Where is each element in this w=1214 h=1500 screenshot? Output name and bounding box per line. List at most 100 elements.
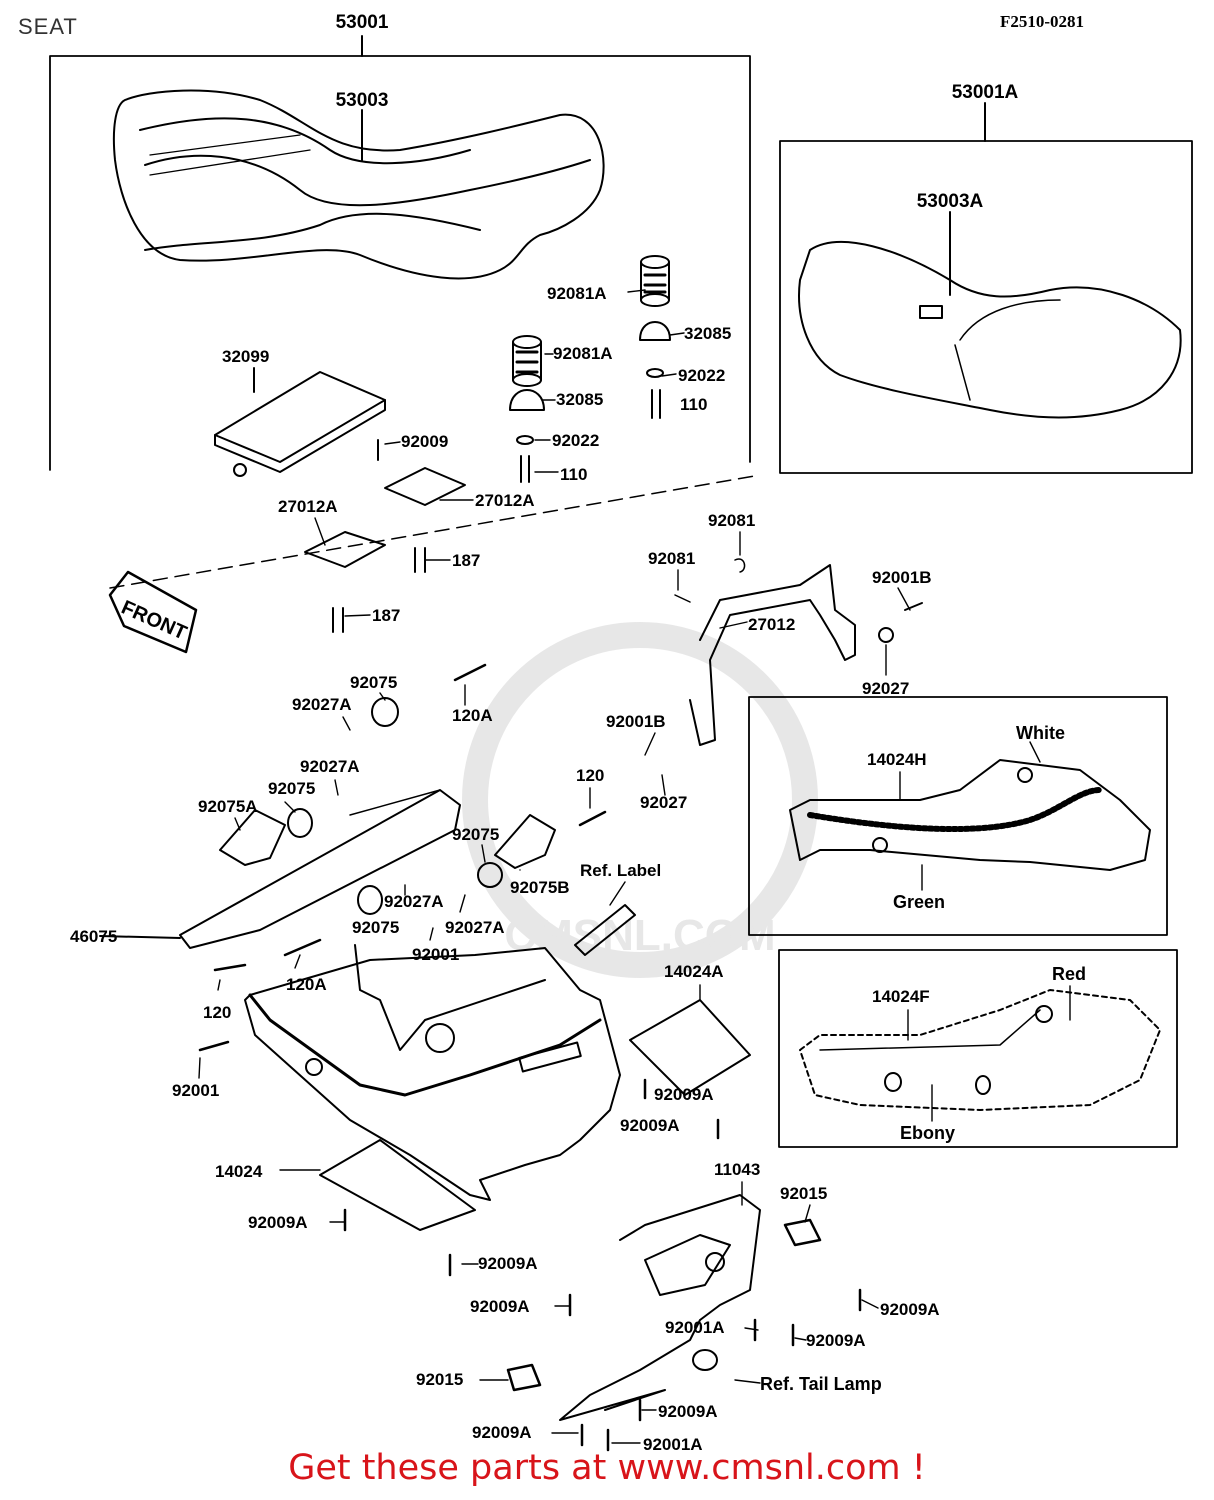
tail-cowl: [244, 944, 621, 1201]
callout-92022: 92022: [678, 366, 725, 385]
plate-27012A-upper: [384, 467, 466, 506]
callout-92009A: 92009A: [880, 1300, 940, 1319]
part-labels: 53001 53003 53001A 53003A 92081A 32085 9…: [70, 12, 1086, 1454]
cover-14024F: [799, 989, 1161, 1111]
cover-variant-box-2: [778, 949, 1178, 1148]
plate-27012A-lower: [304, 531, 386, 568]
bracket-27012: [674, 558, 923, 746]
seat-53003: [112, 89, 605, 280]
bolt-187-upper: [414, 547, 426, 573]
cover-14024: [319, 1139, 476, 1231]
callout-32085: 32085: [556, 390, 603, 409]
callout-32099: 32099: [222, 347, 269, 366]
bolt-187-lower: [332, 607, 344, 633]
callout-92027A: 92027A: [384, 892, 444, 911]
callout-120A: 120A: [452, 706, 493, 725]
damper-92075B: [494, 814, 556, 869]
callout-92027: 92027: [640, 793, 687, 812]
callout-92001A: 92001A: [665, 1318, 725, 1337]
optional-seat-box: [779, 140, 1193, 474]
callout-120A: 120A: [286, 975, 327, 994]
callout-32085: 32085: [684, 324, 731, 343]
callout-53003: 53003: [336, 90, 389, 111]
callout-92001A: 92001A: [643, 1435, 703, 1454]
diagram-code: F2510-0281: [1000, 12, 1085, 31]
callout-92009A: 92009A: [470, 1297, 530, 1316]
ref-label-strip: [574, 904, 636, 956]
callout-14024: 14024: [215, 1162, 263, 1181]
cover-14024A: [629, 999, 751, 1096]
color-label-green: Green: [893, 892, 945, 912]
bushing-92075-top: [371, 697, 399, 727]
bushing-92075-lower: [357, 885, 383, 915]
rail-46075: [179, 789, 461, 949]
callout-27012A: 27012A: [475, 491, 535, 510]
callout-187: 187: [372, 606, 400, 625]
seat-53003A: [798, 241, 1182, 419]
callout-92001: 92001: [412, 945, 459, 964]
callout-92081: 92081: [708, 511, 755, 530]
callout-92009: 92009: [401, 432, 448, 451]
cover-14024H: [789, 759, 1151, 871]
callout-ref-tail-lamp: Ref. Tail Lamp: [760, 1374, 882, 1394]
callout-92009A: 92009A: [248, 1213, 308, 1232]
front-arrow-icon: [108, 570, 198, 654]
callout-27012A: 27012A: [278, 497, 338, 516]
callout-14024H: 14024H: [867, 750, 927, 769]
callout-187: 187: [452, 551, 480, 570]
callout-27012: 27012: [748, 615, 795, 634]
page-title: SEAT: [18, 14, 78, 39]
dashed-guide: [109, 474, 761, 589]
bracket-11043: [559, 1194, 761, 1421]
watermark-text: CMSNL.COM: [504, 911, 775, 960]
callout-92075: 92075: [452, 825, 499, 844]
callout-11043: 11043: [714, 1160, 760, 1179]
callout-53001A: 53001A: [952, 82, 1019, 103]
callout-92075: 92075: [268, 779, 315, 798]
callout-92009A: 92009A: [472, 1423, 532, 1442]
callout-92009A: 92009A: [806, 1331, 866, 1350]
callout-53003A: 53003A: [917, 191, 984, 212]
callout-14024A: 14024A: [664, 962, 724, 981]
damper-92075A: [219, 809, 286, 866]
callout-120: 120: [576, 766, 604, 785]
callout-120: 120: [203, 1003, 231, 1022]
leader-46075: [99, 935, 181, 939]
callout-92001B: 92001B: [606, 712, 666, 731]
callout-92009A: 92009A: [620, 1116, 680, 1135]
callout-92001: 92001: [172, 1081, 219, 1100]
watermark: CMSNL.COM: [462, 622, 818, 978]
bump-rubber-lower: [509, 335, 545, 483]
main-seat-box: [49, 55, 751, 471]
footer-cta[interactable]: Get these parts at www.cmsnl.com !: [288, 1448, 926, 1488]
leader-lines: [198, 289, 1071, 1444]
callout-92001B: 92001B: [872, 568, 932, 587]
color-label-white: White: [1016, 723, 1065, 743]
callout-92009A: 92009A: [478, 1254, 538, 1273]
bushing-92075-mid: [477, 862, 503, 888]
bump-rubber-upper: [639, 255, 671, 419]
callout-92022: 92022: [552, 431, 599, 450]
tray-32099: [214, 371, 386, 477]
callout-92081: 92081: [648, 549, 695, 568]
callout-46075: 46075: [70, 927, 117, 946]
bushing-92075-left: [287, 808, 313, 838]
callout-92015: 92015: [416, 1370, 463, 1389]
callout-110: 110: [680, 395, 707, 414]
callout-92075: 92075: [352, 918, 399, 937]
callout-92009A: 92009A: [658, 1402, 718, 1421]
callout-92075A: 92075A: [198, 797, 258, 816]
cover-variant-box-1: [748, 696, 1168, 936]
callout-ref-label: Ref. Label: [580, 861, 661, 880]
callout-110: 110: [560, 465, 587, 484]
color-label-ebony: Ebony: [900, 1123, 955, 1143]
callout-92081A: 92081A: [553, 344, 613, 363]
callout-92027A: 92027A: [445, 918, 505, 937]
callout-92027: 92027: [862, 679, 909, 698]
callout-53001: 53001: [336, 12, 389, 33]
callout-14024F: 14024F: [872, 987, 930, 1006]
color-label-red: Red: [1052, 964, 1086, 984]
callout-92081A: 92081A: [547, 284, 607, 303]
